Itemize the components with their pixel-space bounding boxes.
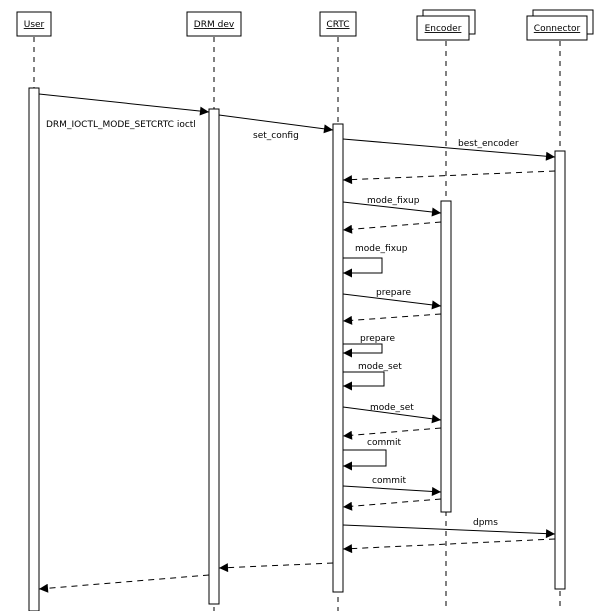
activation-connector bbox=[554, 150, 566, 590]
message-label-ioctl: DRM_IOCTL_MODE_SETCRTC ioctl bbox=[46, 120, 196, 130]
message-dpms: dpms bbox=[342, 518, 556, 539]
message-commit-self: commit bbox=[343, 438, 401, 471]
message-return-ioctl bbox=[38, 574, 210, 593]
activation-drm-dev bbox=[208, 108, 220, 605]
message-mode-fixup-self: mode_fixup bbox=[343, 244, 408, 278]
message-return-dpms bbox=[342, 538, 556, 554]
message-label-prepare-encoder: prepare bbox=[376, 288, 411, 298]
actor-label-connector: Connector bbox=[534, 24, 581, 34]
message-return-prepare bbox=[342, 313, 442, 325]
actor-label-drm-dev: DRM dev bbox=[194, 20, 235, 30]
message-mode-fixup-encoder: mode_fixup bbox=[342, 196, 442, 217]
message-label-commit-self: commit bbox=[367, 438, 401, 448]
message-label-best-encoder: best_encoder bbox=[458, 139, 519, 149]
message-prepare-self: prepare bbox=[343, 334, 395, 358]
activation-crtc bbox=[332, 123, 344, 593]
message-mode-set-self: mode_set bbox=[343, 362, 402, 391]
activations bbox=[28, 87, 566, 611]
actor-label-crtc: CRTC bbox=[326, 20, 349, 30]
message-return-mode-fixup bbox=[342, 221, 442, 234]
message-best-encoder: best_encoder bbox=[342, 138, 556, 161]
message-label-mode-set-encoder: mode_set bbox=[370, 403, 414, 413]
message-ioctl: DRM_IOCTL_MODE_SETCRTC ioctl bbox=[38, 93, 210, 130]
message-return-commit bbox=[342, 498, 442, 511]
message-commit-encoder: commit bbox=[342, 476, 442, 496]
message-label-set-config: set_config bbox=[253, 131, 299, 141]
actor-connector: Connector bbox=[526, 9, 594, 41]
actor-label-encoder: Encoder bbox=[425, 24, 462, 34]
message-prepare-encoder: prepare bbox=[342, 288, 442, 310]
message-return-set-config bbox=[218, 562, 334, 573]
message-return-best-encoder bbox=[342, 170, 556, 185]
message-mode-set-encoder: mode_set bbox=[342, 403, 442, 424]
actor-drm-dev: DRM dev bbox=[186, 11, 242, 37]
actor-crtc: CRTC bbox=[319, 11, 357, 37]
actor-user: User bbox=[16, 11, 52, 37]
messages: DRM_IOCTL_MODE_SETCRTC ioctl set_config … bbox=[38, 93, 556, 593]
message-label-mode-set-self: mode_set bbox=[358, 362, 402, 372]
message-label-mode-fixup-self: mode_fixup bbox=[355, 244, 408, 254]
actor-label-user: User bbox=[24, 20, 45, 30]
actors: User DRM dev CRTC Encoder Connector bbox=[16, 9, 594, 41]
activation-encoder bbox=[440, 200, 452, 513]
message-set-config: set_config bbox=[218, 114, 334, 141]
message-label-prepare-self: prepare bbox=[360, 334, 395, 344]
activation-user bbox=[28, 87, 40, 611]
message-label-mode-fixup-encoder: mode_fixup bbox=[367, 196, 420, 206]
message-return-mode-set bbox=[342, 427, 442, 440]
actor-encoder: Encoder bbox=[416, 9, 476, 41]
message-label-dpms: dpms bbox=[473, 518, 498, 528]
message-label-commit-encoder: commit bbox=[372, 476, 406, 486]
